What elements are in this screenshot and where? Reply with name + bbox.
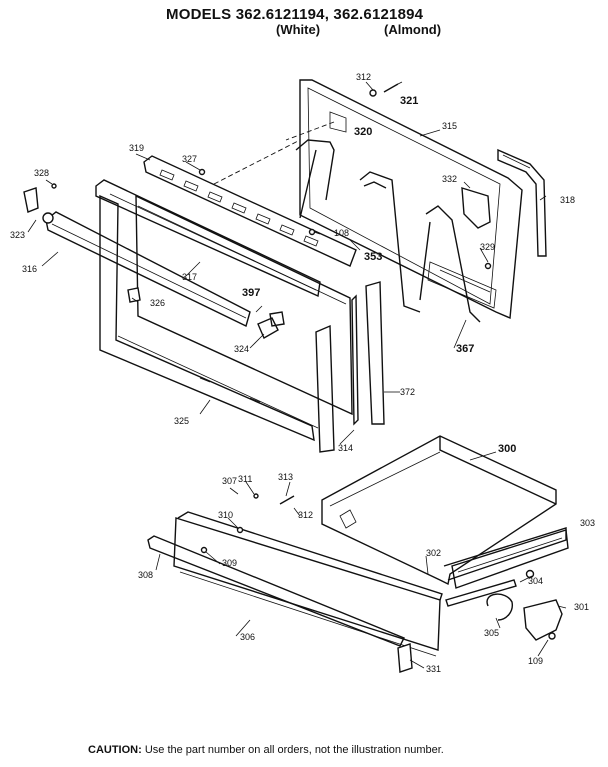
label-300: 300 xyxy=(498,443,516,455)
label-307: 307 xyxy=(222,476,237,486)
diagram-title: MODELS 362.6121194, 362.6121894 xyxy=(166,6,424,23)
label-367: 367 xyxy=(456,343,474,355)
label-320: 320 xyxy=(354,126,372,138)
label-305: 305 xyxy=(484,628,499,638)
label-302: 302 xyxy=(426,548,441,558)
color-label-almond: (Almond) xyxy=(384,22,442,37)
bracket-301 xyxy=(523,599,563,641)
label-317: 317 xyxy=(182,272,197,282)
screw-312 xyxy=(369,89,377,97)
drawer-rail-305 xyxy=(445,579,517,607)
door-handle-316 xyxy=(45,211,251,327)
screw-108-top xyxy=(308,228,316,236)
label-325: 325 xyxy=(174,416,189,426)
end-cap-323 xyxy=(23,187,39,213)
label-331: 331 xyxy=(426,664,441,674)
label-310: 310 xyxy=(218,510,233,520)
label-328: 328 xyxy=(34,168,49,178)
label-327: 327 xyxy=(182,154,197,164)
label-306: 306 xyxy=(240,632,255,642)
alignment-line-1 xyxy=(213,139,301,185)
label-353: 353 xyxy=(364,251,382,263)
door-liner-315 xyxy=(299,79,523,320)
label-318: 318 xyxy=(560,195,575,205)
clip-326 xyxy=(127,287,141,303)
label-315: 315 xyxy=(442,121,457,131)
glass-panel-317 xyxy=(95,179,353,416)
label-324: 324 xyxy=(234,344,249,354)
label-323: 323 xyxy=(10,230,25,240)
leader-lines xyxy=(27,81,567,669)
label-321: 321 xyxy=(400,95,418,107)
label-329: 329 xyxy=(480,242,495,252)
screw-327 xyxy=(198,168,206,176)
label-303: 303 xyxy=(580,518,595,528)
wire-rack-353 xyxy=(359,171,421,313)
screw-313 xyxy=(279,495,295,505)
wire-rack-367 xyxy=(419,205,481,323)
bracket-332 xyxy=(461,187,491,229)
label-312-bottom: 312 xyxy=(298,510,313,520)
side-rail-372 xyxy=(365,281,385,425)
rack-support-320 xyxy=(295,139,335,219)
label-311: 311 xyxy=(238,474,252,484)
part-labels: 312 321 320 315 319 327 328 332 318 323 … xyxy=(10,72,595,674)
slide-rail-303 xyxy=(451,529,569,589)
label-109: 109 xyxy=(528,656,543,666)
screw-329 xyxy=(484,262,492,270)
screw-321 xyxy=(383,83,399,93)
door-frame-325 xyxy=(99,194,335,453)
screw-309 xyxy=(200,546,208,554)
screw-109 xyxy=(548,632,556,640)
label-313: 313 xyxy=(278,472,293,482)
caution-prefix: CAUTION: xyxy=(88,744,142,756)
label-301: 301 xyxy=(574,602,589,612)
door-seal-318 xyxy=(497,148,547,257)
screw-328 xyxy=(51,183,57,189)
color-label-white: (White) xyxy=(276,22,321,37)
screw-397 xyxy=(255,305,263,313)
screw-311 xyxy=(253,493,259,499)
label-316: 316 xyxy=(22,264,37,274)
label-304: 304 xyxy=(528,576,543,586)
label-309: 309 xyxy=(222,558,237,568)
handle-end-323 xyxy=(42,212,54,224)
label-332: 332 xyxy=(442,174,457,184)
alignment-line-2 xyxy=(285,121,335,141)
label-372: 372 xyxy=(400,387,415,397)
label-308: 308 xyxy=(138,570,153,580)
caution-text: Use the part number on all orders, not t… xyxy=(144,744,444,756)
label-326: 326 xyxy=(150,298,165,308)
label-312-top: 312 xyxy=(356,72,371,82)
vent-channel-319 xyxy=(143,155,357,267)
drawer-front-306 xyxy=(147,511,443,673)
caution-note: CAUTION: Use the part number on all orde… xyxy=(88,744,444,756)
screw-310 xyxy=(236,526,244,534)
label-314: 314 xyxy=(338,443,353,453)
label-108: 108 xyxy=(334,228,349,238)
spring-305 xyxy=(486,593,513,621)
hinge-324 xyxy=(257,311,285,339)
channel-314 xyxy=(351,294,359,426)
label-397: 397 xyxy=(242,287,260,299)
label-319: 319 xyxy=(129,143,144,153)
